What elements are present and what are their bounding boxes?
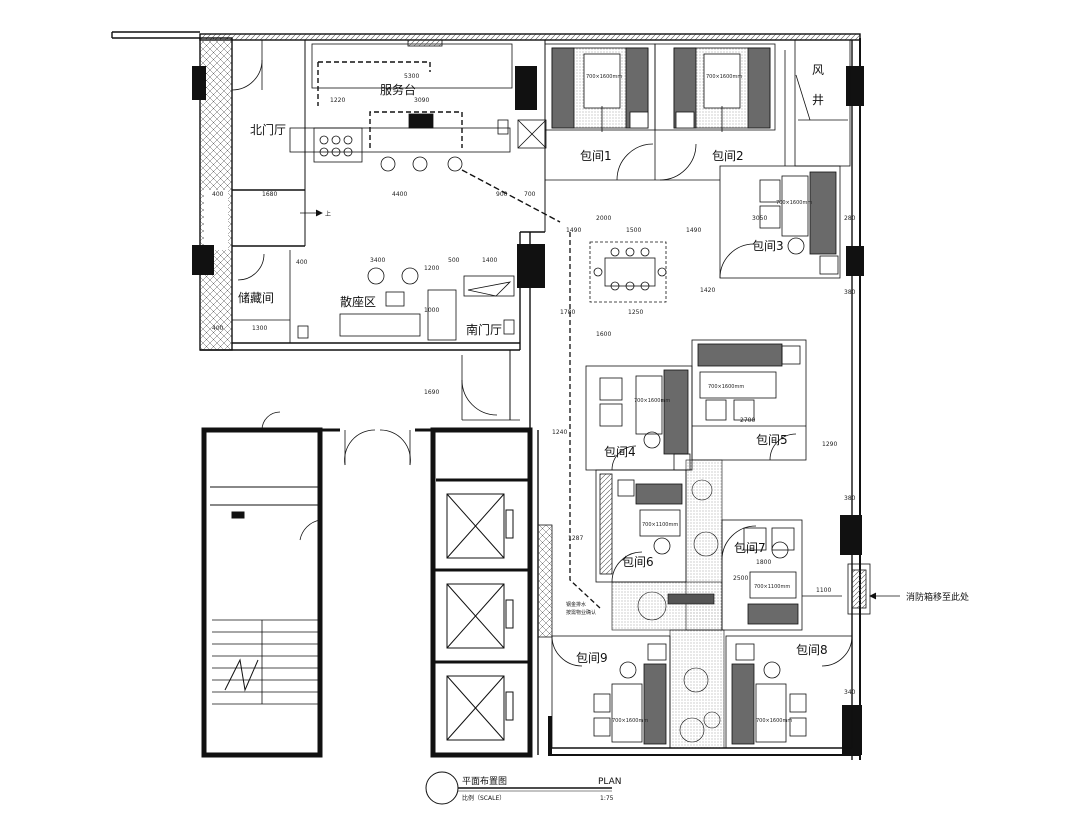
dim-label: 1490	[566, 227, 581, 234]
dim-label: 1420	[700, 287, 715, 294]
dim-label: 1800	[756, 559, 771, 566]
private-room-4-fixtures	[585, 365, 693, 471]
drawing-title: 平面布置图	[462, 775, 507, 787]
stairwell	[201, 411, 323, 758]
dim-label: 3090	[414, 97, 429, 104]
private-room-3-fixtures	[719, 165, 841, 279]
service-area-fixtures	[231, 39, 561, 223]
title-block-text: 平面布置图 比例（SCALE） PLAN 1:75	[462, 775, 622, 802]
label-storage: 储藏间	[238, 290, 274, 305]
dim-label: 1000	[424, 307, 439, 314]
dim-label: 1240	[552, 429, 567, 436]
label-wind-shaft-1: 风	[812, 63, 824, 77]
dim-label: 3050	[752, 215, 767, 222]
scale-value: 1:75	[600, 795, 614, 802]
dim-label: 1400	[482, 257, 497, 264]
dim-label: 1690	[424, 389, 439, 396]
label-private-room-9: 包间9	[576, 651, 608, 665]
label-wind-shaft-2: 井	[812, 93, 824, 107]
lounge-fixtures	[232, 250, 515, 343]
label-private-room-6: 包间6	[622, 555, 654, 569]
dimension-labels: 5300 1220 3090 4400 1680 900 700 400 400…	[212, 73, 856, 696]
dim-label: 4400	[392, 191, 407, 198]
scale-label: 比例（SCALE）	[462, 794, 505, 802]
table-label-room-1: 700×1600mm	[586, 74, 622, 80]
dim-label: 2000	[596, 215, 611, 222]
dim-label: 1100	[816, 587, 831, 594]
dashed-route	[569, 232, 601, 609]
label-private-room-1: 包间1	[580, 149, 612, 163]
structural-columns	[192, 66, 864, 756]
label-private-room-8: 包间8	[796, 643, 828, 657]
dim-label: 400	[296, 259, 308, 266]
dim-label: 1780	[560, 309, 575, 316]
label-private-room-7: 包间7	[734, 541, 766, 555]
table-label-room-2: 700×1600mm	[706, 74, 742, 80]
dim-label: 280	[844, 215, 856, 222]
dim-label: 380	[844, 289, 856, 296]
fire-hydrant-marker	[847, 563, 900, 615]
dim-label: 900	[496, 191, 508, 198]
dim-label: 1290	[822, 441, 837, 448]
dim-label: 1287	[568, 535, 583, 542]
label-service-desk: 服务台	[380, 82, 416, 97]
dim-label: 1300	[252, 325, 267, 332]
annotations: 消防箱移至此处 钢金排水 按需物业确认 上	[325, 210, 969, 616]
table-label-room-8: 700×1600mm	[756, 718, 792, 724]
dim-label: 5300	[404, 73, 419, 80]
title-block	[425, 771, 612, 805]
room-labels: 服务台 北门厅 储藏间 散座区 南门厅 风 井 包间1 包间2 包间3 包间4 …	[238, 63, 828, 665]
dim-label: 400	[212, 325, 224, 332]
table-label-room-4: 700×1600mm	[634, 398, 670, 404]
wind-shaft	[784, 39, 851, 167]
dim-label: 380	[844, 495, 856, 502]
private-room-5-fixtures	[691, 339, 807, 461]
up-mark: 上	[325, 210, 331, 218]
label-south-lobby: 南门厅	[466, 322, 502, 337]
small-note-1: 钢金排水	[566, 601, 586, 608]
dim-label: 2500	[733, 575, 748, 582]
dim-label: 500	[448, 257, 460, 264]
walls	[111, 31, 861, 760]
landscape-garden	[611, 459, 725, 749]
private-rooms-bottom	[537, 524, 853, 749]
dim-label: 400	[212, 191, 224, 198]
corridor-doors	[320, 350, 520, 466]
table-label-room-9: 700×1600mm	[612, 718, 648, 724]
label-private-room-2: 包间2	[712, 149, 744, 163]
dim-label: 340	[844, 689, 856, 696]
label-private-room-5: 包间5	[756, 433, 788, 447]
table-label-room-5: 700×1600mm	[708, 384, 744, 390]
dim-label: 1220	[330, 97, 345, 104]
dim-label: 1500	[626, 227, 641, 234]
label-lounge: 散座区	[340, 294, 376, 309]
dim-label: 1680	[262, 191, 277, 198]
label-north-lobby: 北门厅	[250, 122, 286, 137]
dim-label: 1250	[628, 309, 643, 316]
table-label-room-6: 700×1100mm	[642, 522, 678, 528]
table-label-room-7: 700×1100mm	[754, 584, 790, 590]
central-dining-table	[589, 241, 667, 303]
private-rooms-top	[544, 43, 776, 181]
label-private-room-4: 包间4	[604, 445, 636, 459]
plan-label: PLAN	[598, 777, 622, 787]
label-private-room-3: 包间3	[752, 239, 784, 253]
small-note-2: 按需物业确认	[566, 609, 596, 616]
dim-label: 3400	[370, 257, 385, 264]
dim-label: 1600	[596, 331, 611, 338]
elevator-shafts	[430, 427, 533, 758]
dim-label: 700	[524, 191, 536, 198]
dim-label: 2700	[740, 417, 755, 424]
table-label-room-3: 700×1600mm	[776, 200, 812, 206]
table-size-labels: 700×1600mm 700×1600mm 700×1600mm 700×160…	[586, 74, 812, 724]
fire-hydrant-note: 消防箱移至此处	[906, 591, 969, 603]
dim-label: 1200	[424, 265, 439, 272]
dim-label: 1490	[686, 227, 701, 234]
